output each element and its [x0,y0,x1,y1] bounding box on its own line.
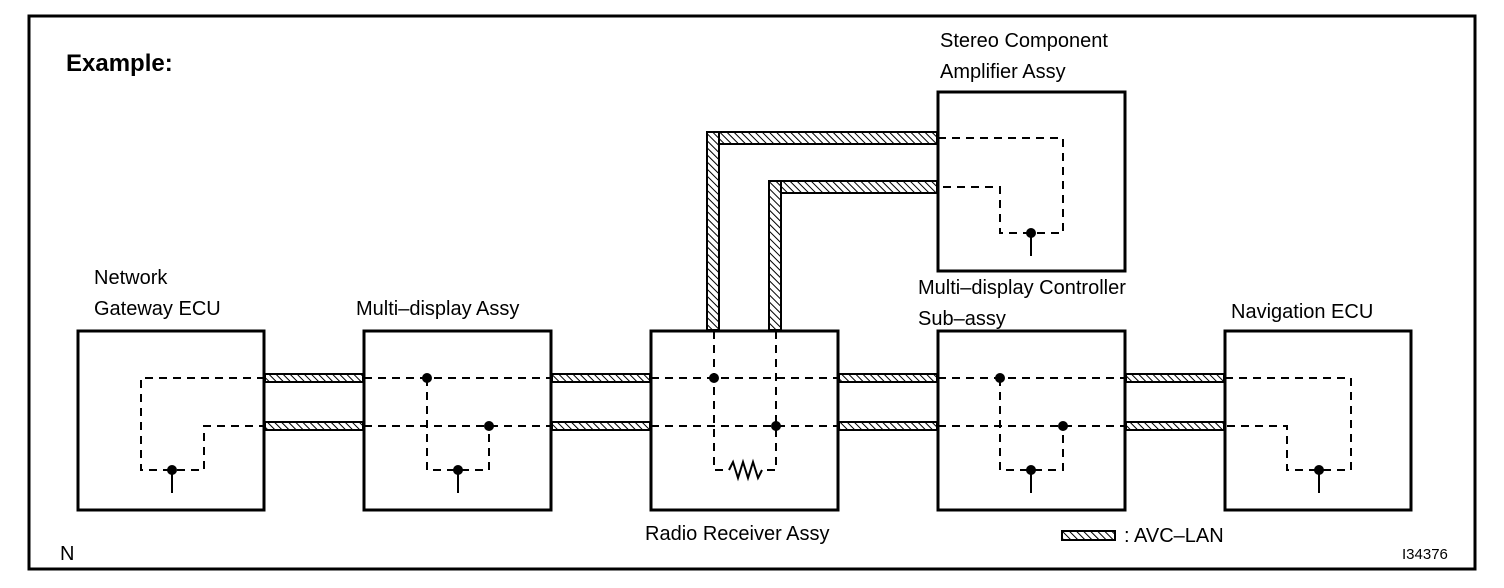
diagram-title: Example: [66,50,173,77]
component-label: Amplifier Assy [940,61,1066,83]
bus-segment [551,421,651,431]
bus-segment [706,131,720,331]
component-label: Sub–assy [918,308,1006,330]
bus-segment [768,180,938,194]
bus-segment [1125,373,1225,383]
terminating-resistor-icon [728,458,763,482]
bus-segment [551,373,651,383]
component-box [649,329,840,512]
component-label: Network [94,267,168,289]
connection-node [422,373,432,383]
connection-node [995,373,1005,383]
internal-wiring [762,331,777,471]
figure-id: I34376 [1402,546,1448,563]
component-label: Stereo Component [940,30,1108,52]
stereo-component-amplifier-assy: Stereo Component Amplifier Assy [936,30,1127,273]
multi-display-assy: Multi–display Assy [356,298,553,512]
component-label: Gateway ECU [94,298,221,320]
internal-wiring [140,377,265,471]
network-gateway-ecu: Network Gateway ECU [76,267,266,512]
bus-segment [264,421,364,431]
avc-lan-legend-swatch [1061,530,1116,541]
bus-segment [768,180,782,331]
connection-node [709,373,719,383]
bus-segment [838,421,938,431]
avc-lan-amplifier-bus [706,131,938,331]
connection-node [484,421,494,431]
bus-segment [264,373,364,383]
connection-node [1058,421,1068,431]
bus-segment [1125,421,1225,431]
internal-wiring [938,137,1064,234]
corner-mark: N [60,543,74,565]
multi-display-controller-sub-assy: Multi–display Controller Sub–assy [918,277,1127,512]
radio-receiver-assy: Radio Receiver Assy [645,329,840,545]
component-label: Navigation ECU [1231,301,1373,323]
connection-node [771,421,781,431]
legend: : AVC–LAN [1061,525,1224,547]
internal-wiring [426,378,490,471]
bus-segment [706,131,938,145]
component-label: Multi–display Controller [918,277,1126,299]
internal-wiring [999,378,1064,471]
legend-label: : AVC–LAN [1124,525,1224,547]
bus-segment [838,373,938,383]
component-label: Multi–display Assy [356,298,519,320]
internal-wiring [1225,377,1352,471]
component-label: Radio Receiver Assy [645,523,830,545]
navigation-ecu: Navigation ECU [1223,301,1413,512]
